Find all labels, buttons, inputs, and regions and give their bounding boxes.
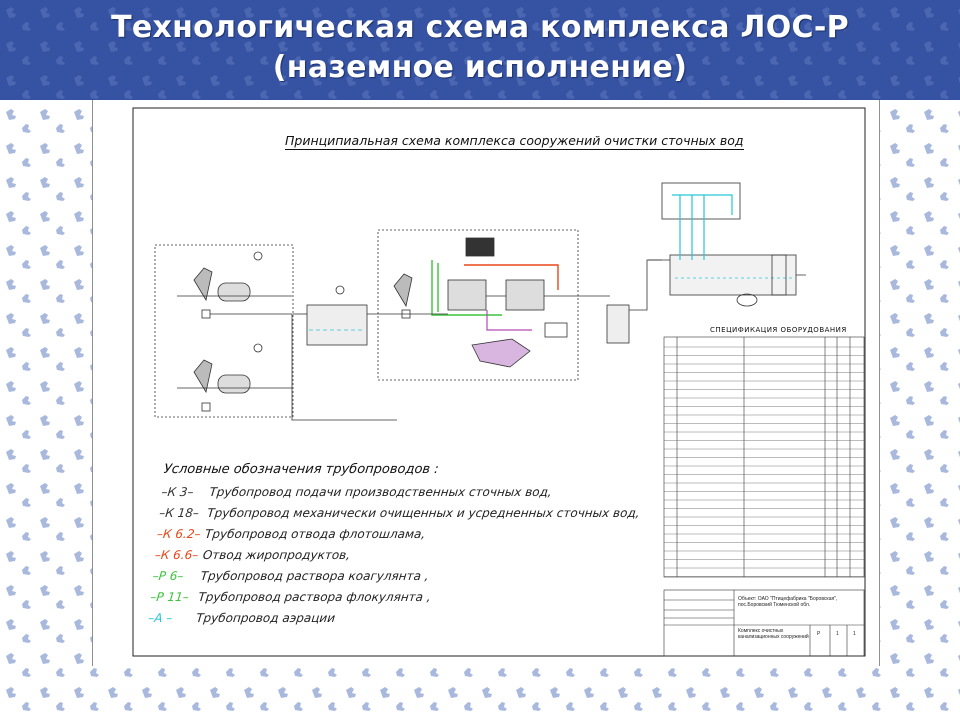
drawing-sheet: Принципиальная схема комплекса сооружени…	[92, 100, 880, 666]
averaging-tank	[293, 285, 368, 346]
spec-table-rows	[664, 346, 864, 577]
legend-description: Трубопровод аэрации	[195, 611, 336, 625]
legend-item: –К 18– Трубопровод механически очищенных …	[158, 503, 660, 524]
legend-item: –К 6.2–Трубопровод отвода флотошлама,	[156, 524, 658, 545]
slide-title-line1: Технологическая схема комплекса ЛОС-Р	[111, 10, 849, 45]
legend-description: Отвод жиропродуктов,	[202, 548, 351, 562]
legend-description: Трубопровод отвода флотошлама,	[204, 527, 427, 541]
stamp-sheet-number: 1	[836, 631, 839, 637]
spec-title: СПЕЦИФИКАЦИЯ ОБОРУДОВАНИЯ	[710, 326, 847, 334]
banner-pattern	[0, 0, 960, 100]
legend-description: Трубопровод раствора флокулянта ,	[197, 590, 432, 604]
receiving-block	[154, 244, 397, 421]
title-stamp	[663, 589, 865, 657]
flotation-block	[367, 229, 610, 381]
legend-item: –Р 11– Трубопровод раствора флокулянта ,	[149, 587, 651, 608]
title-banner: Технологическая схема комплекса ЛОС-Р (н…	[0, 0, 960, 100]
legend-item: –К 6.6–Отвод жиропродуктов,	[154, 545, 656, 566]
legend-code: –А –	[147, 611, 174, 625]
legend-code: –Р 6–	[151, 569, 185, 583]
legend-description: Трубопровод раствора коагулянта ,	[199, 569, 430, 583]
slide-title: Технологическая схема комплекса ЛОС-Р (н…	[0, 8, 960, 88]
legend-code: –К 6.2–	[156, 527, 202, 541]
slide-title-line2: (наземное исполнение)	[272, 50, 688, 85]
scheme-drawing	[92, 100, 880, 666]
stamp-complex-text: Комплекс очистных канализационных сооруж…	[738, 628, 809, 640]
legend-description: Трубопровод механически очищенных и усре…	[206, 506, 641, 520]
legend-description: Трубопровод подачи производственных сточ…	[208, 485, 553, 499]
legend-item: –А – Трубопровод аэрации	[147, 608, 649, 629]
stamp-object-text: Объект: ОАО "Птицефабрика "Боровская", п…	[738, 596, 838, 608]
scheme-title: Принципиальная схема комплекса сооружени…	[285, 133, 744, 150]
legend-items: –К 3– Трубопровод подачи производственных…	[147, 482, 662, 629]
legend-title: Условные обозначения трубопроводов :	[163, 462, 440, 477]
legend-code: –К 3–	[160, 485, 195, 499]
bioreactor	[648, 182, 806, 307]
filter-column	[606, 259, 662, 344]
legend-item: –К 3– Трубопровод подачи производственных…	[160, 482, 662, 503]
stamp-sheet: Р	[817, 631, 821, 637]
legend-code: –К 6.6–	[154, 548, 200, 562]
legend-code: –К 18–	[158, 506, 200, 520]
stamp-sheet-count: 1	[853, 631, 856, 637]
legend-code: –Р 11–	[149, 590, 190, 604]
spec-table	[663, 336, 865, 578]
pipeline-legend: Условные обозначения трубопроводов : –К …	[147, 460, 665, 629]
legend-item: –Р 6– Трубопровод раствора коагулянта ,	[152, 566, 654, 587]
